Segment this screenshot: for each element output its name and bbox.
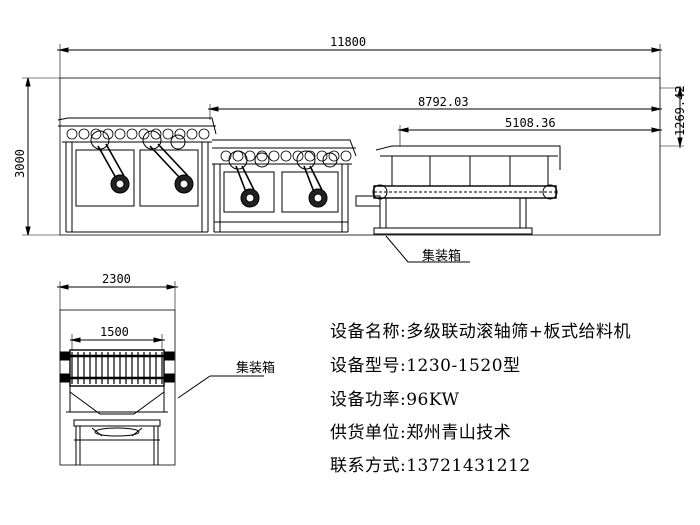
- collector-box-callout-main: 集装箱: [385, 235, 470, 264]
- info-row-power: 设备功率:96KW: [330, 390, 459, 410]
- dimension-side-width: 2300: [57, 272, 178, 310]
- overall-length-label: 11800: [330, 35, 366, 49]
- container-outline: [59, 77, 661, 236]
- roller-screen-stage-high: [57, 117, 217, 233]
- dimension-feeder-length: 5108.36: [398, 116, 662, 146]
- overall-height-label: 3000: [13, 149, 27, 178]
- motors: [110, 174, 328, 208]
- roller-section-label: 8792.03: [418, 95, 469, 109]
- contact-label: 联系方式:: [330, 456, 407, 476]
- info-row-name: 设备名称:多级联动滚轴筛+板式给料机: [330, 322, 631, 342]
- chain-drives: [97, 143, 323, 193]
- dimension-height-offset: 1269.42: [660, 85, 687, 148]
- info-row-contact: 联系方式:13721431212: [330, 456, 531, 476]
- dimension-roller-section: 8792.03: [208, 95, 662, 120]
- contact-value: 13721431212: [406, 456, 531, 476]
- power-label: 设备功率:: [330, 390, 407, 410]
- supplier-value: 郑州青山技术: [406, 423, 512, 443]
- feeder-length-label: 5108.36: [505, 116, 556, 130]
- info-row-model: 设备型号:1230-1520型: [330, 356, 521, 376]
- plate-feeder: [355, 145, 561, 235]
- main-elevation-view: 11800 3000 8792.03 5108.36: [13, 35, 687, 264]
- collector-box-label-main: 集装箱: [422, 248, 461, 264]
- collector-box-callout-side: 集装箱: [177, 360, 275, 399]
- dimension-overall-height: 3000: [13, 77, 60, 236]
- collector-box-label-side: 集装箱: [236, 360, 275, 376]
- dimension-inner-width: 1500: [70, 325, 165, 350]
- hopper-support: [66, 386, 168, 465]
- info-row-supplier: 供货单位:郑州青山技术: [330, 423, 511, 443]
- roller-shafts-end-view: [59, 349, 175, 387]
- name-label: 设备名称:: [330, 322, 407, 342]
- side-view: 2300 1500: [57, 272, 275, 466]
- inner-width-label: 1500: [100, 325, 129, 339]
- name-value: 多级联动滚轴筛+板式给料机: [406, 322, 631, 342]
- side-width-label: 2300: [102, 272, 131, 286]
- roller-screen-stage-low: [212, 139, 357, 233]
- height-offset-label: 1269.42: [673, 85, 687, 136]
- model-label: 设备型号:: [330, 356, 407, 376]
- model-value: 1230-1520型: [406, 356, 521, 376]
- power-value: 96KW: [406, 390, 460, 410]
- dimension-overall-length: 11800: [57, 35, 662, 78]
- roller-row: [66, 128, 352, 162]
- supplier-label: 供货单位:: [330, 423, 407, 443]
